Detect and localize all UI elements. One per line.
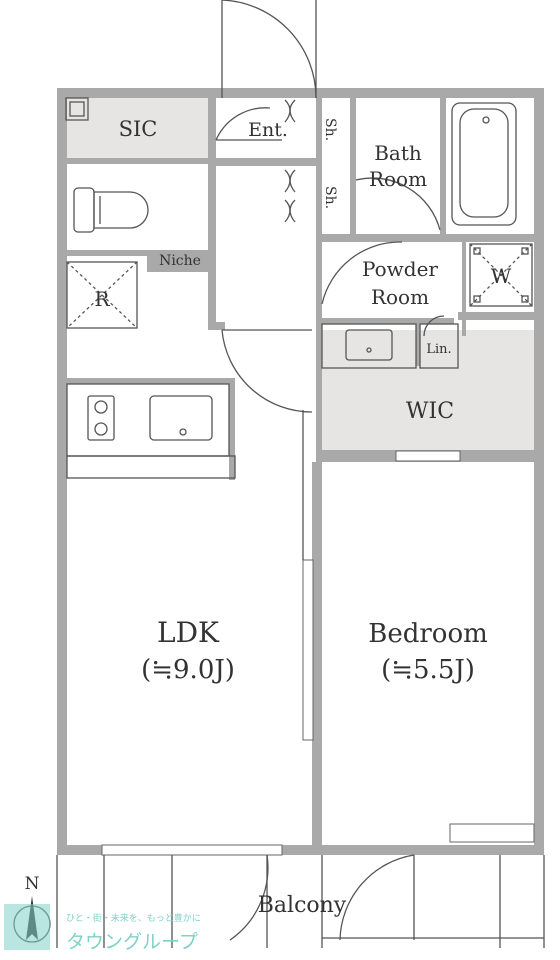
- label-wic: WIC: [406, 399, 454, 424]
- label-linen: Lin.: [426, 342, 451, 357]
- wic-area: [321, 330, 536, 450]
- sic-area: [67, 98, 208, 160]
- label-bath-1: Bath: [374, 141, 422, 165]
- openings: [101, 450, 535, 856]
- label-ldk: LDK: [157, 616, 220, 649]
- watermark: ひと・街・未来を、もっと豊かに タウングループ: [4, 904, 201, 953]
- interior-walls: [67, 98, 544, 845]
- line-work: [56, 0, 545, 948]
- watermark-brand: タウングループ: [66, 931, 198, 953]
- label-shoe-1: Sh.: [322, 118, 338, 141]
- compass-north-label: N: [25, 874, 40, 894]
- watermark-tagline: ひと・街・未来を、もっと豊かに: [66, 912, 201, 924]
- outer-walls: [57, 88, 544, 855]
- label-niche: Niche: [159, 253, 201, 269]
- label-balcony: Balcony: [258, 893, 347, 918]
- watermark-logo-icon: [4, 904, 50, 950]
- label-ent: Ent.: [248, 119, 288, 141]
- label-bedroom-size: (≒5.5J): [381, 655, 475, 685]
- label-shoe-2: Sh.: [322, 186, 338, 209]
- label-powder-1: Powder: [362, 257, 438, 281]
- label-bedroom: Bedroom: [368, 619, 488, 649]
- label-washer: W: [491, 264, 512, 288]
- label-ldk-size: (≒9.0J): [141, 655, 235, 685]
- label-powder-2: Room: [371, 285, 429, 309]
- label-sic: SIC: [119, 117, 158, 141]
- label-refrigerator: R: [94, 287, 110, 311]
- label-bath-2: Room: [369, 167, 427, 191]
